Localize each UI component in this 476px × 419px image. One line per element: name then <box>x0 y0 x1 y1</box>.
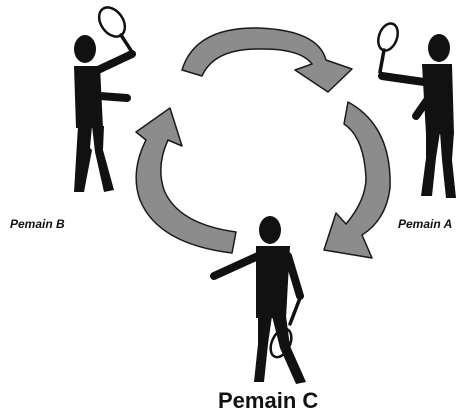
curved-arrow-icon <box>181 27 353 93</box>
player-a-figure <box>377 22 456 198</box>
player-b-label: Pemain B <box>10 217 65 231</box>
curved-arrow-icon <box>135 107 237 254</box>
player-c-label: Pemain C <box>218 388 319 413</box>
racket-icon <box>97 6 134 54</box>
player-b-figure <box>74 6 136 192</box>
racket-icon <box>377 22 399 74</box>
player-c-figure <box>210 216 306 384</box>
rotation-arrows <box>135 27 391 259</box>
player-a-label: Pemain A <box>398 217 453 231</box>
curved-arrow-icon <box>323 101 391 259</box>
